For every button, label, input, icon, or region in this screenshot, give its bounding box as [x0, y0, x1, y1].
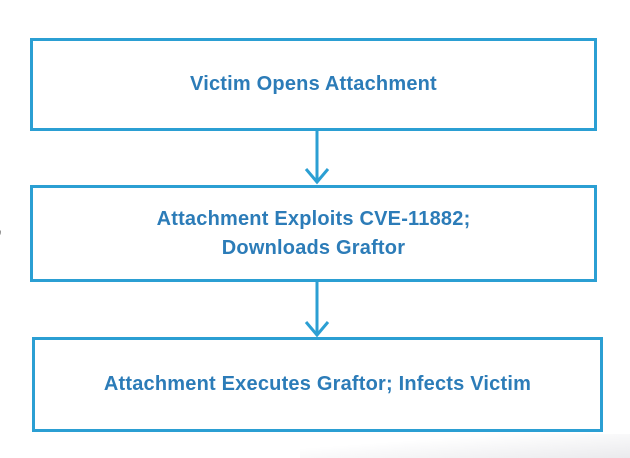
- down-arrow-icon: [303, 282, 331, 338]
- left-edge-text-artifact: ,: [0, 218, 2, 238]
- bottom-right-page-shade: [300, 434, 630, 458]
- node-label-line-2: Downloads Graftor: [221, 236, 406, 259]
- node-label: Attachment Executes Graftor; Infects Vic…: [103, 373, 532, 395]
- down-arrow-icon: [303, 131, 331, 185]
- flow-node-victim-opens-attachment: Victim Opens Attachment: [30, 38, 597, 131]
- flow-node-attachment-executes-graftor: Attachment Executes Graftor; Infects Vic…: [32, 337, 603, 432]
- node-label-line-1: Attachment Exploits CVE-11882;: [156, 207, 471, 230]
- node-label: Victim Opens Attachment: [190, 73, 437, 95]
- flow-node-attachment-exploits-cve: Attachment Exploits CVE-11882; Downloads…: [30, 185, 597, 282]
